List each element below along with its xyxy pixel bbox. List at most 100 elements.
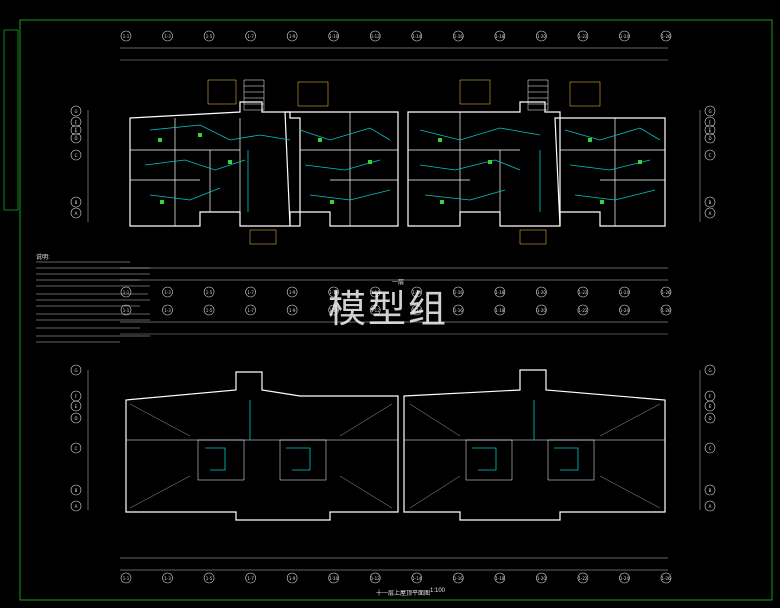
top-plan-side-bubble-left-label: A bbox=[75, 211, 78, 216]
bottom-plan-axis-bubble bbox=[286, 304, 298, 316]
bottom-plan-side-bubble-right bbox=[704, 484, 716, 496]
bottom-plan-axis-bubble-bottom bbox=[536, 572, 547, 584]
bottom-plan-axis-bubble-label: 1-24 bbox=[620, 308, 630, 313]
bottom-plan-axis-bubble-bottom bbox=[245, 572, 256, 584]
bottom-plan-side-bubble-left bbox=[70, 412, 82, 424]
bottom-plan-axis-bubble-label: 1-1 bbox=[123, 308, 130, 313]
top-plan-side-bubble-right bbox=[704, 124, 716, 136]
bottom-plan-side-bubble-right bbox=[704, 500, 716, 512]
bottom-plan-side-bubble-right bbox=[704, 364, 716, 376]
top-wiring bbox=[144, 124, 661, 212]
top-plan-axis-bubble-label: 1-20 bbox=[537, 34, 547, 39]
bottom-plan-axis-bubble-bottom-label: 1-24 bbox=[620, 576, 630, 581]
top-plan-axis-bubble-label: 1-1 bbox=[123, 34, 130, 39]
bottom-plan-side-bubble-right-label: D bbox=[708, 416, 711, 421]
bottom-plan-side-bubble-left bbox=[70, 442, 82, 454]
bottom-plan-side-bubble-left-label: D bbox=[74, 416, 77, 421]
top-plan-axis-bubble-bottom-label: 1-7 bbox=[247, 290, 254, 295]
bottom-plan-axis-bubble-bottom-label: 1-18 bbox=[495, 576, 505, 581]
bottom-plan-axis-bubble bbox=[619, 304, 630, 316]
top-plan-side-bubble-left bbox=[70, 116, 82, 128]
bottom-plan-title: 十一层上屋顶平面图 bbox=[376, 591, 431, 597]
bottom-plan-side-bubble-right-label: G bbox=[708, 368, 711, 373]
bottom-plan-side-bubble-right-label: F bbox=[709, 394, 712, 399]
bottom-plan-axis-bubble-bottom-label: 1-22 bbox=[578, 576, 588, 581]
top-plan-axis-bubble-bottom bbox=[120, 286, 132, 298]
bottom-plan-axis-bubble bbox=[411, 304, 423, 316]
bottom-plan-axis-bubble-label: 1-10 bbox=[329, 308, 339, 313]
bottom-plan-side-bubble-right bbox=[704, 412, 716, 424]
top-plan-axis-bubble-bottom bbox=[369, 286, 381, 298]
top-plan-axis-bubble-label: 1-12 bbox=[371, 34, 381, 39]
top-plan-axis-bubble-label: 1-14 bbox=[412, 34, 422, 39]
top-plan-axis-bubble-bottom-label: 1-9 bbox=[289, 290, 296, 295]
watermark-text: 模型组 bbox=[328, 287, 449, 331]
bottom-plan-axis-bubble-bottom-label: 1-5 bbox=[206, 576, 213, 581]
top-plan-axis-bubble-label: 1-24 bbox=[620, 34, 630, 39]
top-plan-axis-bubble-bottom-label: 1-1 bbox=[123, 290, 130, 295]
axis-bubbles: 1-11-11-31-31-51-51-71-71-91-91-101-101-… bbox=[70, 30, 716, 584]
top-plan-axis-bubble-label: 1-10 bbox=[329, 34, 339, 39]
top-plan-axis-bubble bbox=[536, 30, 547, 42]
bottom-plan-axis-bubble-bottom bbox=[411, 572, 423, 584]
top-plan-side-bubble-left-label: G bbox=[74, 109, 77, 114]
bottom-plan-side-bubble-left bbox=[70, 400, 82, 412]
bottom-plan-axis-bubble-label: 1-20 bbox=[537, 308, 547, 313]
bottom-plan-axis-bubble-bottom bbox=[494, 572, 506, 584]
bottom-plan-axis-bubble-label: 1-26 bbox=[661, 308, 671, 313]
top-plan-axis-bubble-bottom-label: 1-16 bbox=[454, 290, 464, 295]
top-plan-axis-bubble-bottom-label: 1-12 bbox=[371, 290, 381, 295]
top-plan-axis-bubble bbox=[619, 30, 630, 42]
scale-label: 1:100 bbox=[430, 588, 446, 594]
top-plan-axis-bubble-bottom bbox=[577, 286, 589, 298]
bottom-plan-axis-bubble bbox=[245, 304, 256, 316]
top-plan-axis-bubble-bottom bbox=[494, 286, 506, 298]
top-plan-axis-bubble bbox=[494, 30, 506, 42]
top-plan-axis-bubble bbox=[369, 30, 381, 42]
bottom-plan-side-bubble-right-label: A bbox=[709, 504, 712, 509]
top-plan-side-bubble-left bbox=[70, 149, 82, 161]
top-plan-axis-bubble bbox=[162, 30, 173, 42]
bottom-plan-side-bubble-left-label: F bbox=[75, 394, 78, 399]
top-plan-side-bubble-right-label: B bbox=[709, 200, 712, 205]
top-plan-axis-bubble-bottom bbox=[536, 286, 547, 298]
bottom-plan-axis-bubble-bottom bbox=[369, 572, 381, 584]
bottom-plan-axis-bubble-bottom bbox=[619, 572, 630, 584]
bottom-plan-axis-bubble bbox=[536, 304, 547, 316]
bottom-plan-axis-bubble-bottom-label: 1-14 bbox=[412, 576, 422, 581]
bottom-plan-axis-bubble-bottom-label: 1-26 bbox=[661, 576, 671, 581]
bottom-plan-axis-bubble-bottom bbox=[577, 572, 589, 584]
bottom-plan-axis-bubble-bottom bbox=[660, 572, 672, 584]
top-plan-axis-bubble bbox=[245, 30, 256, 42]
bottom-plan-axis-bubble bbox=[120, 304, 132, 316]
top-plan-side-bubble-left bbox=[70, 196, 82, 208]
top-plan-axis-bubble-label: 1-7 bbox=[247, 34, 254, 39]
bottom-plan-axis-bubble-label: 1-22 bbox=[578, 308, 588, 313]
top-plan-axis-bubble bbox=[328, 30, 339, 42]
top-plan-axis-bubble-label: 1-16 bbox=[454, 34, 464, 39]
top-plan-axis-bubble-bottom bbox=[286, 286, 298, 298]
bottom-plan-axis-bubble-bottom bbox=[162, 572, 173, 584]
top-plan-axis-bubble bbox=[120, 30, 132, 42]
bottom-plan-side-bubble-left bbox=[70, 500, 82, 512]
bottom-plan-axis-bubble-bottom-label: 1-10 bbox=[329, 576, 339, 581]
top-annotation-tables bbox=[207, 79, 601, 245]
top-plan-side-bubble-right bbox=[704, 116, 716, 128]
top-plan-side-bubble-right-label: F bbox=[709, 120, 712, 125]
top-right-unit2-walls bbox=[554, 117, 666, 227]
bottom-plan-axis-bubble bbox=[453, 304, 464, 316]
top-plan-side-bubble-left bbox=[70, 207, 82, 219]
top-plan-side-bubble-left-label: C bbox=[75, 153, 78, 158]
bottom-plan-axis-bubble-label: 1-16 bbox=[454, 308, 464, 313]
bottom-roof-plan bbox=[87, 321, 701, 571]
top-plan-axis-bubble-label: 1-22 bbox=[578, 34, 588, 39]
top-plan-title: 一层 bbox=[392, 280, 405, 286]
roof-wiring bbox=[205, 400, 579, 471]
bottom-plan-axis-bubble bbox=[328, 304, 339, 316]
bottom-plan-side-bubble-right-label: E bbox=[709, 404, 712, 409]
bottom-plan-axis-bubble bbox=[494, 304, 506, 316]
top-plan-side-bubble-right-label: G bbox=[708, 109, 711, 114]
top-plan-side-bubble-right bbox=[704, 196, 716, 208]
top-plan-side-bubble-right-label: C bbox=[709, 153, 712, 158]
bottom-plan-axis-bubble-bottom bbox=[328, 572, 339, 584]
